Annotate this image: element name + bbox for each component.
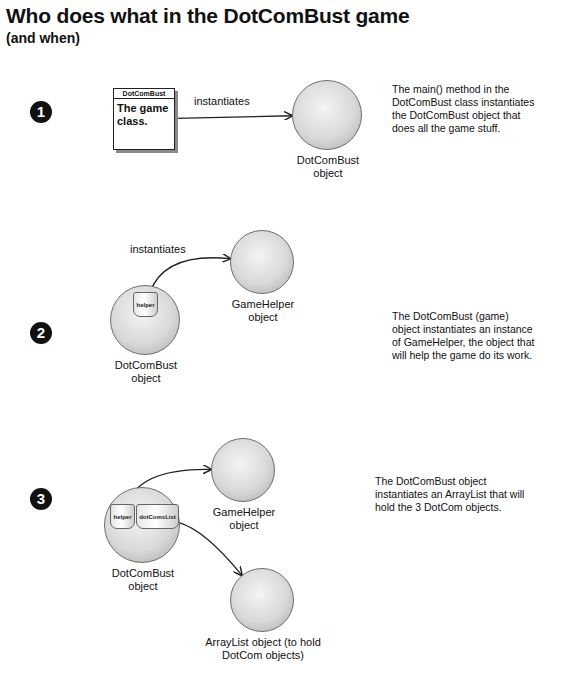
object-label: DotComBust object bbox=[286, 154, 370, 180]
callout-number: 3 bbox=[30, 488, 52, 510]
object-circle: DotComBust objecthelper bbox=[110, 285, 180, 355]
reference-name: helper bbox=[113, 514, 132, 520]
reference-name: dotComsList bbox=[139, 514, 176, 520]
callout-number: 2 bbox=[30, 322, 52, 344]
diagram-title: Who does what in the DotComBust game bbox=[6, 4, 409, 28]
object-circle: DotComBust objecthelperdotComsList bbox=[104, 487, 180, 563]
instantiation-arrow bbox=[150, 258, 230, 292]
object-label: GameHelper object bbox=[202, 506, 286, 532]
callout-number: 1 bbox=[30, 101, 52, 123]
object-label: ArrayList object (to hold DotCom objects… bbox=[200, 636, 326, 662]
step-note: The DotComBust (game) object instantiate… bbox=[392, 310, 537, 363]
step-note: The main() method in the DotComBust clas… bbox=[392, 83, 542, 136]
reference-cup: dotComsList bbox=[136, 504, 179, 529]
reference-cup: helper bbox=[110, 504, 135, 529]
reference-name: helper bbox=[136, 302, 155, 308]
reference-cup: helper bbox=[133, 292, 158, 317]
edge-label: instantiates bbox=[128, 243, 188, 255]
instantiation-arrow bbox=[175, 116, 292, 119]
object-circle: ArrayList object (to hold DotCom objects… bbox=[230, 568, 294, 632]
class-name: DotComBust bbox=[114, 89, 174, 99]
object-label: DotComBust object bbox=[101, 567, 185, 593]
step-note: The DotComBust object instantiates an Ar… bbox=[375, 475, 540, 514]
object-label: GameHelper object bbox=[221, 298, 305, 324]
object-circle: DotComBust object bbox=[292, 80, 362, 150]
object-circle: GameHelper object bbox=[230, 230, 294, 294]
edge-label: instantiates bbox=[192, 95, 252, 107]
object-label: DotComBust object bbox=[104, 359, 188, 385]
object-circle: GameHelper object bbox=[211, 438, 275, 502]
subtitle: (and when) bbox=[6, 30, 80, 46]
class-description: The game class. bbox=[114, 99, 174, 134]
class-box: DotComBustThe game class. bbox=[113, 88, 175, 150]
